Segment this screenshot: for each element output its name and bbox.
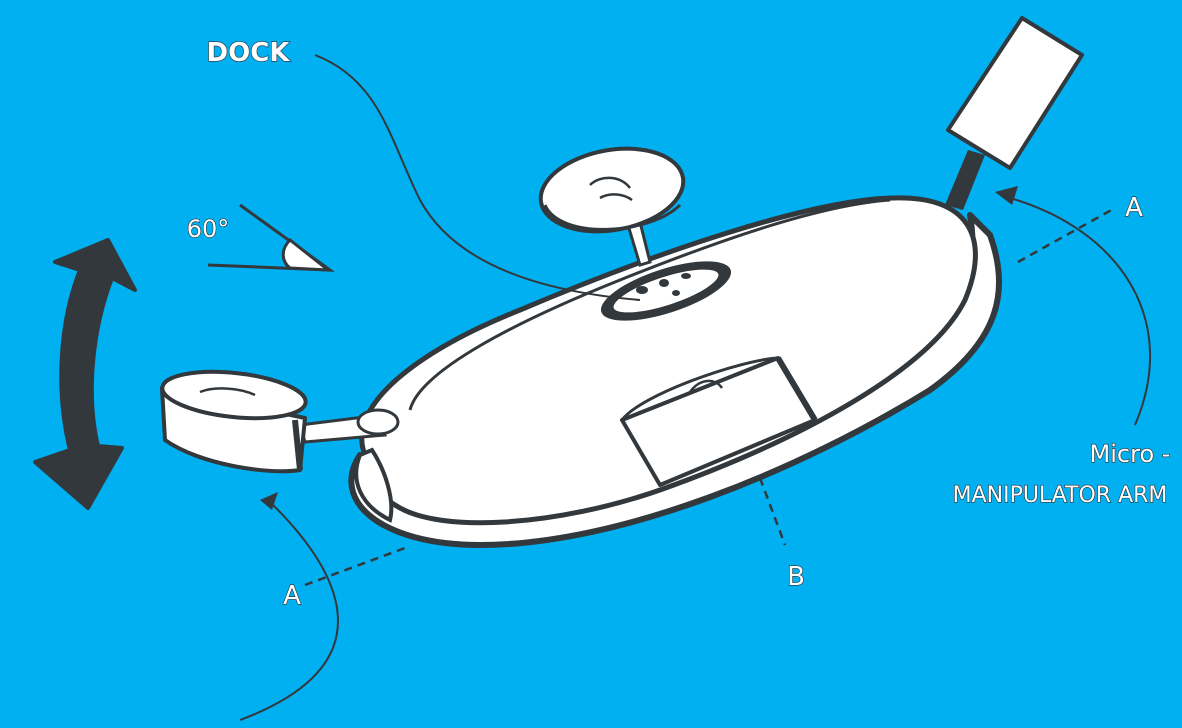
hull (348, 195, 1003, 548)
front-pod (620, 356, 818, 487)
label-angle: 60° (187, 215, 230, 243)
label-dock: DOCK (207, 38, 291, 68)
hull-top (359, 195, 978, 526)
label-arm-line1: Micro - (1090, 440, 1171, 468)
label-section-a-left: A (283, 581, 301, 611)
hull-top-ridge (408, 198, 891, 411)
label-section-a-right: A (1125, 193, 1143, 223)
top-thruster (538, 146, 686, 267)
label-section-b: B (787, 562, 805, 592)
manipulator-arm (945, 16, 1084, 210)
label-arm-line2: MANIPULATOR ARM (953, 483, 1168, 508)
dock-hatch (600, 261, 732, 321)
left-sensor-pod (160, 369, 400, 474)
angle-indicator: 60° (186, 203, 335, 272)
hull-front-bump (354, 447, 394, 523)
section-line-b: B (758, 477, 806, 593)
section-line-a: A A (283, 192, 1144, 611)
double-headed-curved-arrow-icon (33, 238, 137, 510)
arm-callout: Micro - MANIPULATOR ARM (952, 186, 1171, 509)
dock-callout: DOCK (206, 37, 641, 301)
sensor-callout (239, 492, 339, 721)
